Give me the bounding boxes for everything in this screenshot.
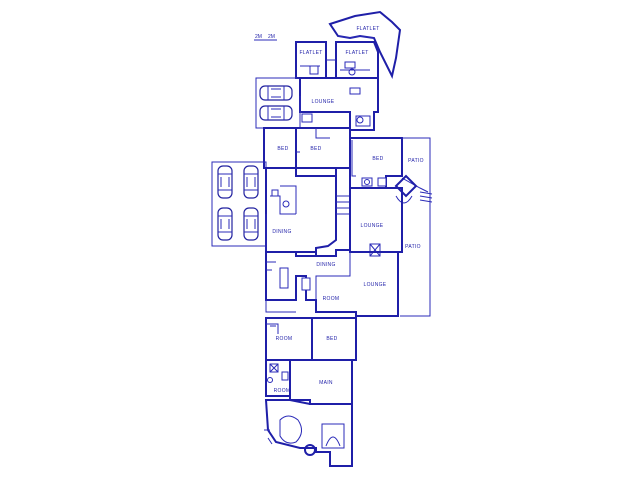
car-icon [259,105,293,121]
label-room-2: ROOM [276,336,293,342]
scale-label-b: 2M [268,34,275,40]
car-icon [243,207,259,241]
car-icon [217,207,233,241]
label-room-3: ROOM [274,388,291,394]
label-bed-4: BED [326,336,337,342]
label-bed-3: BED [372,156,383,162]
label-flatlet-left: FLATLET [299,50,322,56]
living-block [265,249,399,317]
label-patio-1: PATIO [408,158,424,164]
label-dining-1: DINING [272,229,291,235]
label-room-1: ROOM [323,296,340,302]
main-bath [264,399,353,467]
lounge-mid-block [349,187,403,257]
central-block [265,167,350,257]
label-lounge-mid: LOUNGE [361,223,384,229]
label-main: MAIN [319,380,333,386]
label-patio-2: PATIO [405,244,421,250]
label-flatlet-top: FLATLET [356,26,379,32]
label-bed-1: BED [277,146,288,152]
car-icon [243,165,259,199]
car-icon [217,165,233,199]
flatlet-wing [295,10,402,79]
label-bed-2: BED [310,146,321,152]
label-lounge-top: LOUNGE [312,99,335,105]
label-flatlet-mid: FLATLET [345,50,368,56]
patio-outline [394,137,433,317]
scale-bar: 2M 2M [254,34,277,41]
room-labels: FLATLET FLATLET FLATLET LOUNGE BED BED B… [272,26,424,394]
label-dining-2: DINING [316,262,335,268]
car-icon [259,85,293,101]
scale-label-a: 2M [255,34,262,40]
label-lounge-main: LOUNGE [364,282,387,288]
car-icons [217,85,293,241]
